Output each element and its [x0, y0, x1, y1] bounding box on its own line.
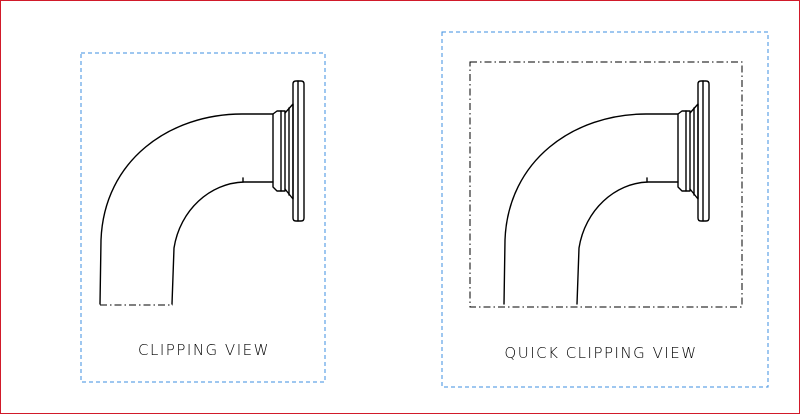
view-frame — [80, 52, 326, 383]
pipe-elbow-geometry — [503, 80, 710, 305]
quick-clipping-view[interactable]: QUICK CLIPPING VIEW — [441, 31, 769, 388]
view-frame — [441, 31, 769, 388]
clipping-view[interactable]: CLIPPING VIEW — [80, 52, 326, 383]
clip-boundary-rectangle — [469, 61, 743, 308]
view-caption: QUICK CLIPPING VIEW — [504, 344, 697, 362]
view-caption: CLIPPING VIEW — [138, 341, 270, 359]
pipe-elbow-geometry — [99, 80, 305, 305]
